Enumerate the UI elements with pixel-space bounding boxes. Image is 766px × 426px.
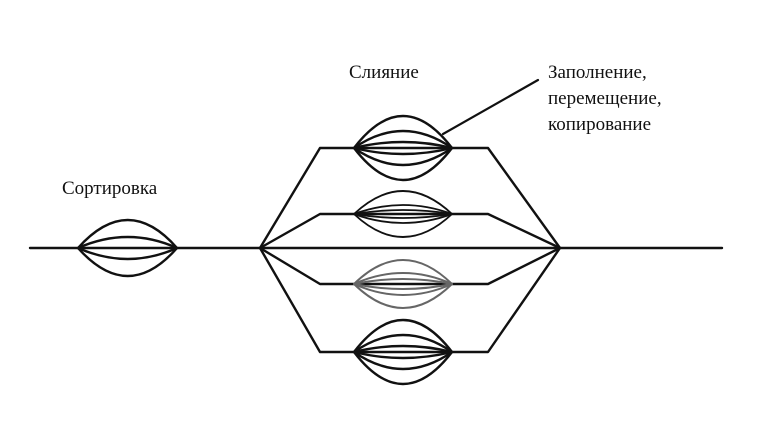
merge-label: Слияние: [349, 62, 419, 83]
fill-label-line-2: перемещение,: [548, 88, 662, 109]
fill-lens-2: [353, 190, 453, 238]
upper-branches: [258, 146, 562, 250]
fill-pointer-line: [441, 78, 540, 136]
lower-branches: [258, 246, 562, 354]
fill-label-line-1: Заполнение,: [548, 62, 647, 83]
fill-lens-4: [352, 318, 454, 386]
fill-lens-3: [353, 259, 453, 309]
merge-lens: [352, 114, 454, 182]
fill-label-line-3: копирование: [548, 114, 652, 135]
fill-move-copy-label: Заполнение, перемещение, копирование: [548, 60, 662, 138]
sort-lens: [76, 218, 179, 278]
sort-label: Сортировка: [62, 178, 158, 199]
